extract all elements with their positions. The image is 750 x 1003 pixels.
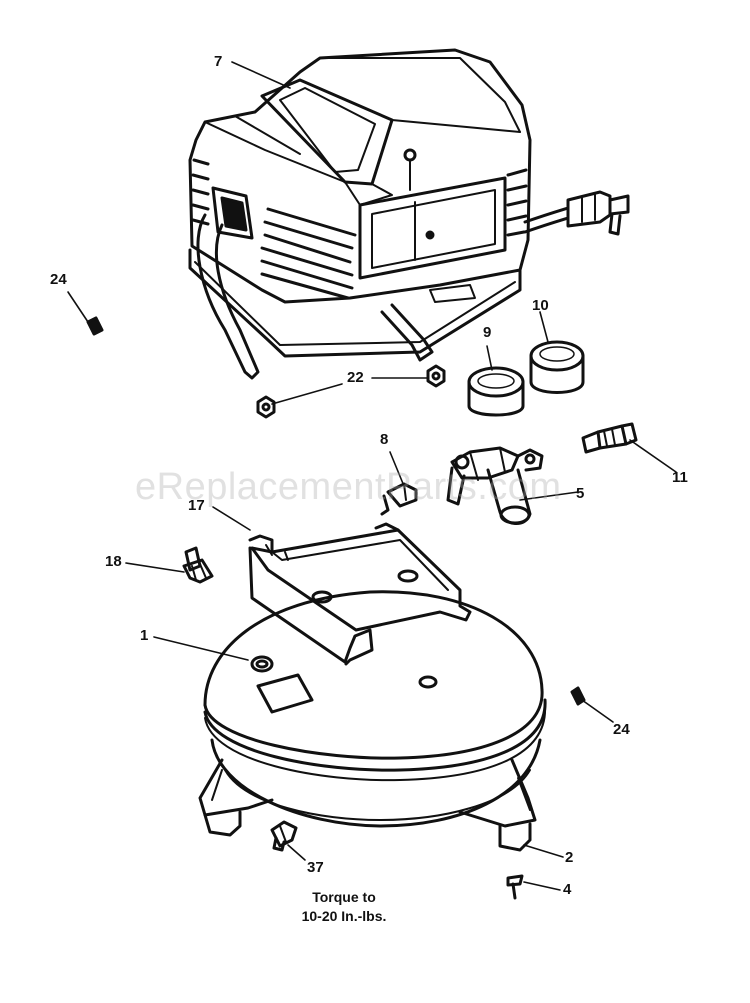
- safety-valve-part-18: [182, 546, 214, 584]
- callout-24-lower: 24: [613, 721, 630, 738]
- drain-valve-part-37: [270, 820, 298, 852]
- callout-1: 1: [140, 627, 149, 644]
- callout-5: 5: [576, 485, 585, 502]
- torque-note-line-1: Torque to: [312, 889, 376, 905]
- quick-coupler-part-11: [581, 422, 638, 454]
- torque-note-line-2: 10-20 In.-lbs.: [301, 907, 387, 924]
- motor-shroud-part-7: [188, 48, 630, 380]
- air-tank-part-1: [198, 590, 547, 852]
- callout-4: 4: [563, 881, 572, 898]
- callout-2: 2: [565, 849, 574, 866]
- callout-10: 10: [532, 297, 549, 314]
- torque-note: Torque to 10-20 In.-lbs.: [284, 888, 404, 926]
- callout-7: 7: [214, 53, 223, 70]
- callout-37: 37: [307, 859, 324, 876]
- callout-22: 22: [347, 369, 364, 386]
- callout-18: 18: [105, 553, 122, 570]
- air-filter-part-9: [467, 366, 525, 417]
- screw-part-24-upper: [86, 316, 104, 336]
- callout-9: 9: [483, 324, 492, 341]
- watermark-text: eReplacementParts.com: [135, 466, 562, 508]
- callout-8: 8: [380, 431, 389, 448]
- callout-leader-lines: [67, 61, 677, 891]
- filter-cover-part-10: [529, 340, 585, 394]
- callout-17: 17: [188, 497, 205, 514]
- screw-part-24-lower: [570, 686, 586, 706]
- bolt-part-4: [506, 874, 524, 900]
- callout-24: 24: [50, 271, 67, 288]
- nut-part-22: [256, 364, 446, 419]
- manifold-part-5: [446, 446, 544, 525]
- mounting-bracket-part-17: [248, 522, 472, 666]
- callout-11: 11: [672, 469, 688, 486]
